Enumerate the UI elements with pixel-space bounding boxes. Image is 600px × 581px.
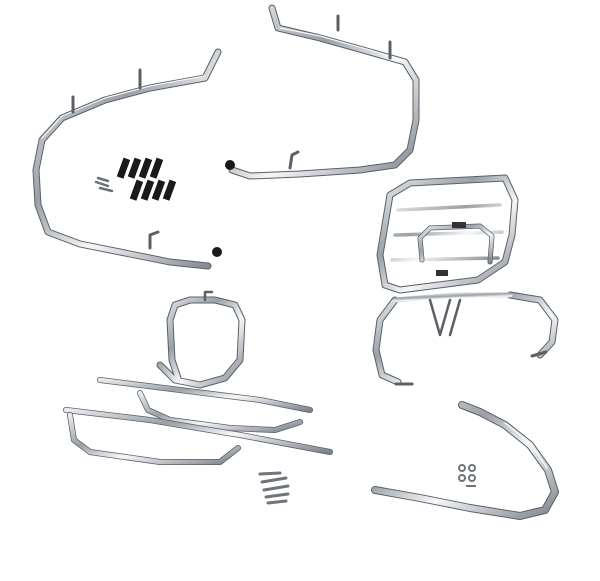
floor-step-bars <box>63 377 333 465</box>
rubber-strips <box>116 157 177 201</box>
right-side-bar <box>225 4 420 180</box>
small-screws-left <box>94 176 114 193</box>
mounting-screws <box>258 471 290 505</box>
rubber-tip <box>225 160 235 170</box>
front-crash-bar <box>156 290 246 389</box>
left-side-bar <box>32 48 222 270</box>
leg-shield-trim <box>371 401 559 520</box>
washers-nuts <box>458 464 476 487</box>
folding-luggage-rack <box>372 174 559 386</box>
rubber-tip <box>212 247 222 257</box>
